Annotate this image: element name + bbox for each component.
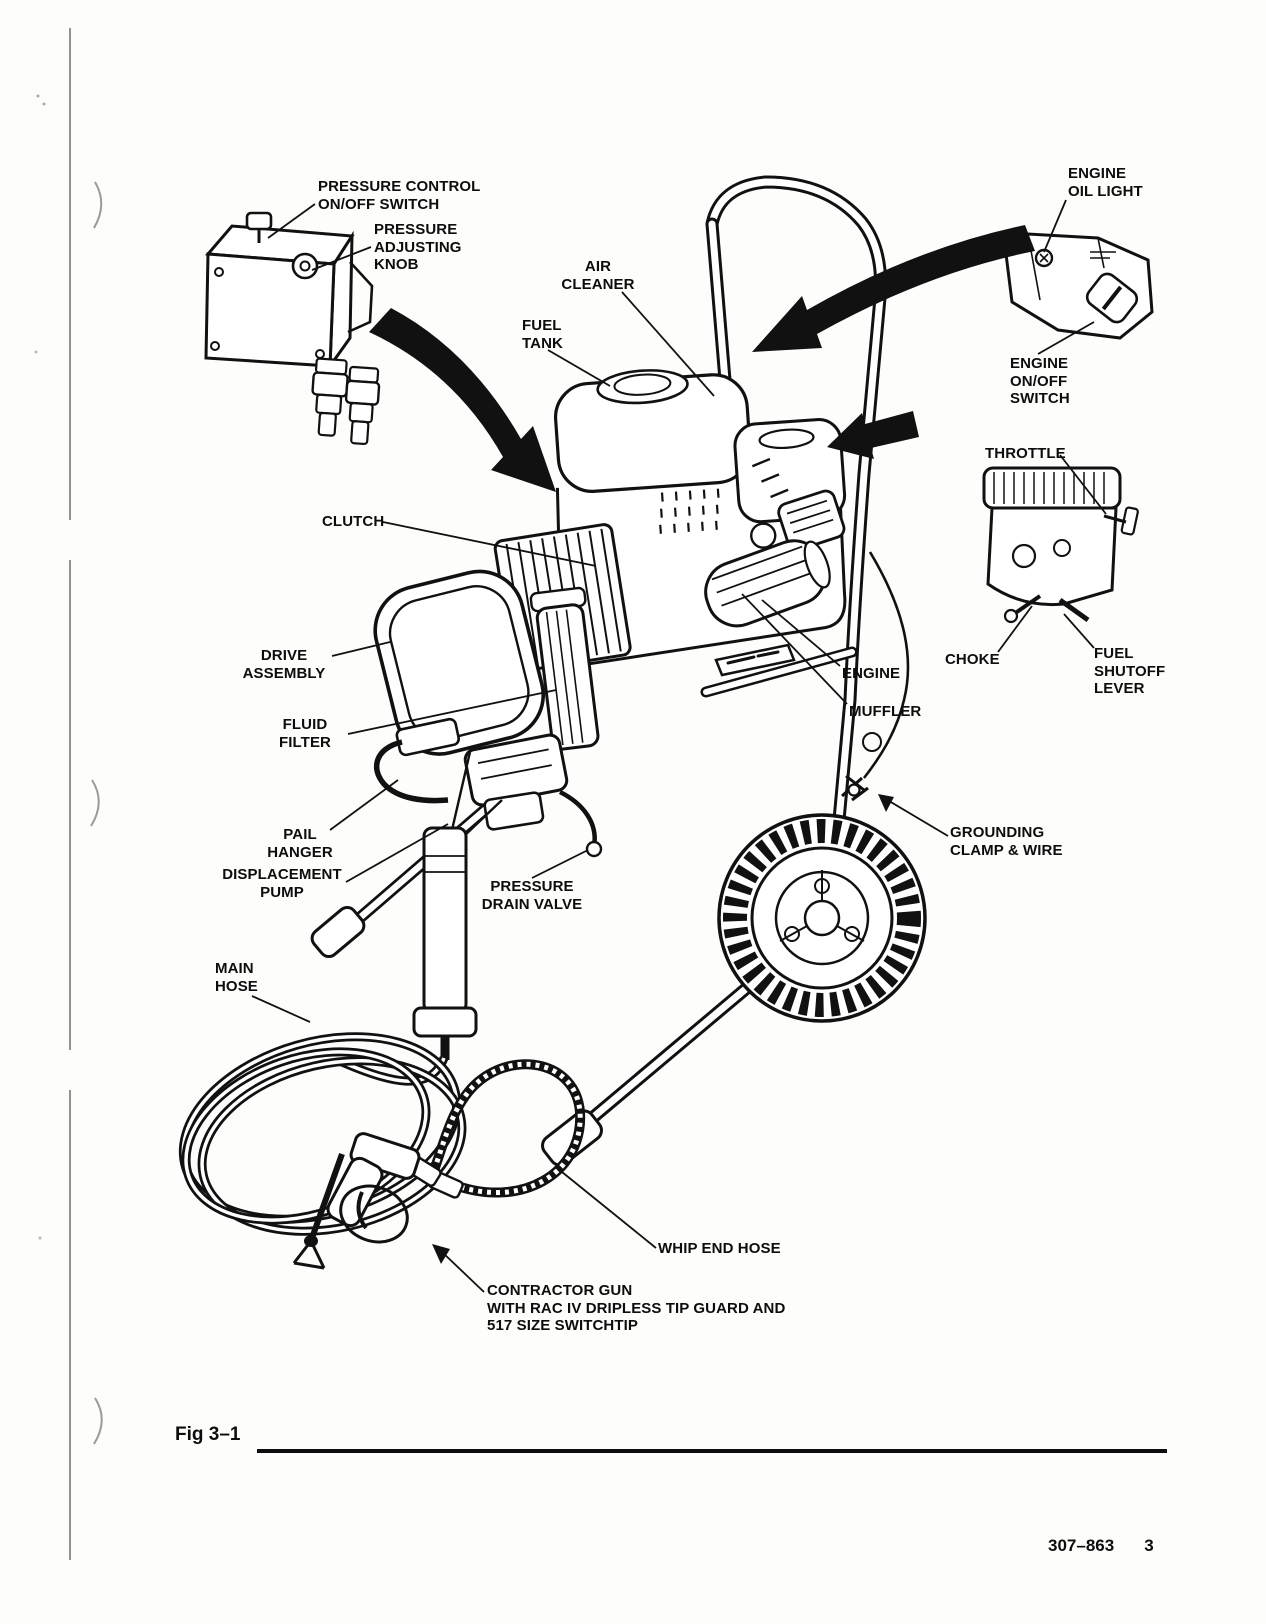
grounding-wire-drawing (840, 551, 910, 802)
pump-drawing (412, 733, 569, 1060)
callout-throttle: THROTTLE (985, 445, 1066, 462)
callout-pressure-adjusting-knob: PRESSURE ADJUSTING KNOB (374, 221, 462, 274)
front-foot (310, 905, 366, 959)
callout-fluid-filter: FLUID FILTER (279, 716, 331, 751)
leader-arrowheads (432, 794, 894, 1264)
callout-drive-assembly: DRIVE ASSEMBLY (242, 647, 326, 682)
tip-guard (292, 1240, 326, 1270)
callout-fuel-shutoff-lever: FUEL SHUTOFF LEVER (1094, 645, 1166, 698)
doc-number: 307–863 (1048, 1536, 1115, 1555)
choke-lever (1012, 594, 1042, 616)
throttle-lever (1120, 506, 1139, 536)
page-footer: 307–863 3 (1048, 1536, 1154, 1556)
callout-whip-end-hose: WHIP END HOSE (658, 1240, 781, 1257)
arrow-throttle (827, 411, 919, 459)
carburetor-inset-drawing (982, 466, 1139, 624)
pressure-control-drawing (204, 211, 381, 446)
callout-contractor-gun: CONTRACTOR GUN WITH RAC IV DRIPLESS TIP … (487, 1282, 786, 1335)
callout-clutch: CLUTCH (322, 513, 385, 530)
page-number: 3 (1144, 1536, 1154, 1555)
air-cleaner-vents (659, 488, 720, 534)
callout-fuel-tank: FUEL TANK (522, 317, 563, 352)
callout-engine-on-off-switch: ENGINE ON/OFF SWITCH (1010, 355, 1070, 408)
callout-muffler: MUFFLER (849, 703, 922, 720)
hose-fittings (311, 357, 381, 446)
contractor-gun-drawing (292, 1132, 442, 1270)
muffler-drawing (704, 539, 831, 628)
leader-lines (251, 199, 1107, 1293)
callout-pressure-control-switch: PRESSURE CONTROL ON/OFF SWITCH (318, 178, 481, 213)
arrow-switch-panel (752, 225, 1035, 352)
key-switch (1085, 272, 1139, 324)
rear-foot (541, 1109, 603, 1167)
callout-main-hose: MAIN HOSE (215, 960, 258, 995)
callout-displacement-pump: DISPLACEMENT PUMP (222, 866, 342, 901)
onoff-toggle (245, 211, 273, 231)
callout-grounding-clamp-wire: GROUNDING CLAMP & WIRE (950, 824, 1063, 859)
callout-pressure-drain-valve: PRESSURE DRAIN VALVE (481, 878, 583, 913)
fuel-shutoff-lever-drawing (1058, 597, 1090, 623)
pail-hanger-drawing (373, 717, 461, 804)
callout-engine: ENGINE (842, 665, 901, 682)
drive-assembly-drawing (373, 569, 546, 756)
wheel (717, 813, 927, 1023)
callout-pail-hanger: PAIL HANGER (267, 826, 333, 861)
callout-engine-oil-light: ENGINE OIL LIGHT (1068, 165, 1143, 200)
callout-air-cleaner: AIR CLEANER (561, 258, 635, 293)
arrow-pressure-control (369, 308, 556, 492)
margin-artifacts (34, 28, 103, 1560)
figure-rule (257, 1449, 1167, 1453)
pointer-arrows (369, 225, 1035, 492)
engine-switch-panel-drawing (1004, 232, 1154, 340)
figure-caption: Fig 3–1 (175, 1424, 241, 1445)
engine-assembly (553, 369, 847, 667)
fluid-filter-drawing (529, 586, 600, 751)
callout-choke: CHOKE (945, 651, 1000, 668)
drain-valve-drawing (558, 789, 603, 858)
